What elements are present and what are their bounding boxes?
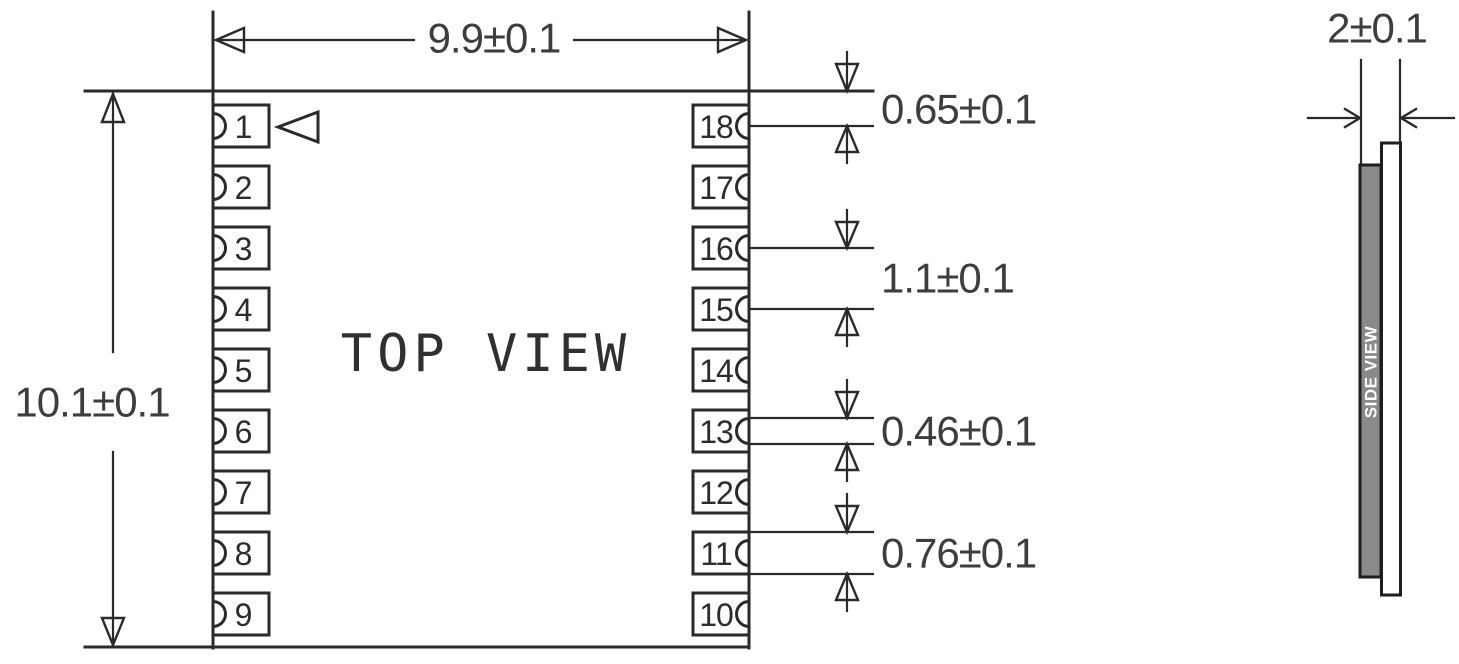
pin-pad-left-2: 2	[211, 164, 271, 210]
arrow-down-icon	[834, 62, 860, 95]
pin-number: 14	[699, 353, 733, 389]
pin-pad-right-10: 10	[691, 591, 751, 637]
side-view-pcb	[1380, 141, 1402, 597]
pin-pad-left-1: 1	[211, 103, 271, 149]
dimension-right-1: 0.65±0.1	[747, 50, 1037, 165]
pin-pad-right-11: 11	[691, 530, 751, 576]
pin-pad-right-18: 18	[691, 103, 751, 149]
arrow-right-icon	[716, 26, 750, 54]
pin-number: 17	[699, 170, 733, 206]
dimension-right-4: 0.76±0.1	[747, 492, 1037, 613]
pin1-indicator-triangle-icon	[273, 109, 320, 145]
pin-number: 12	[699, 475, 733, 511]
pin-pad-left-5: 5	[211, 347, 271, 393]
arrow-down-icon	[100, 616, 126, 649]
pin-number: 7	[235, 475, 252, 511]
pin-pad-right-12: 12	[691, 469, 751, 515]
arrow-up-icon	[834, 122, 860, 154]
pin-number: 6	[235, 414, 252, 450]
pin-pad-left-4: 4	[211, 286, 271, 332]
pin-pad-left-9: 9	[211, 591, 271, 637]
dim-label-height: 10.1±0.1	[14, 379, 169, 426]
top-view-title: TOP VIEW	[341, 324, 631, 384]
dim-label: 0.46±0.1	[881, 408, 1036, 455]
dim-label-thickness: 2±0.1	[1327, 5, 1427, 52]
arrow-down-icon	[834, 390, 860, 422]
arrow-up-icon	[834, 305, 860, 337]
top-view: 1 2 3 4 5 6 7 8	[14, 10, 1037, 650]
pin-number: 16	[699, 231, 733, 267]
pin-number: 11	[700, 536, 731, 572]
arrow-down-icon	[834, 220, 860, 252]
arrow-right-icon	[1343, 107, 1363, 129]
pin-pad-right-17: 17	[691, 164, 751, 210]
pin-number: 9	[235, 597, 252, 633]
dim-label: 1.1±0.1	[881, 255, 1014, 302]
arrow-down-icon	[834, 504, 860, 536]
arrow-left-icon	[1398, 107, 1418, 129]
dimension-right-3: 0.46±0.1	[747, 378, 1037, 483]
pin-pad-left-3: 3	[211, 225, 271, 271]
pin-number: 13	[699, 414, 733, 450]
pin-pad-left-8: 8	[211, 530, 271, 576]
pin-number: 2	[235, 170, 252, 206]
arrow-left-icon	[212, 26, 246, 54]
arrow-up-icon	[100, 90, 126, 124]
dimension-left-height: 10.1±0.1	[14, 90, 171, 649]
pin-number: 18	[699, 109, 733, 145]
pin-number: 4	[235, 292, 252, 328]
dimension-right-2: 1.1±0.1	[747, 208, 1015, 348]
arrow-up-icon	[834, 570, 860, 602]
arrow-up-icon	[834, 440, 860, 472]
side-view: 2±0.1 SIDE VIEW	[1306, 5, 1456, 597]
dimension-top-width: 9.9±0.1	[212, 15, 750, 62]
pin-pad-right-16: 16	[691, 225, 751, 271]
side-view-title: SIDE VIEW	[1362, 325, 1381, 418]
dim-label: 0.65±0.1	[881, 86, 1036, 133]
dim-label: 0.76±0.1	[881, 530, 1036, 577]
pin-number: 3	[235, 231, 252, 267]
dim-label-width: 9.9±0.1	[428, 15, 561, 62]
side-view-shield	[1358, 163, 1383, 579]
pin-number: 15	[699, 292, 733, 328]
pin-pad-left-7: 7	[211, 469, 271, 515]
pin-number: 8	[235, 536, 252, 572]
pin-number: 5	[235, 353, 252, 389]
pin-pad-right-14: 14	[691, 347, 751, 393]
pin-pad-right-13: 13	[691, 408, 751, 454]
pin-pad-right-15: 15	[691, 286, 751, 332]
pin-number: 1	[235, 109, 252, 145]
pin-pad-left-6: 6	[211, 408, 271, 454]
pin-number: 10	[699, 597, 733, 633]
dimension-side-thickness: 2±0.1	[1306, 5, 1456, 166]
